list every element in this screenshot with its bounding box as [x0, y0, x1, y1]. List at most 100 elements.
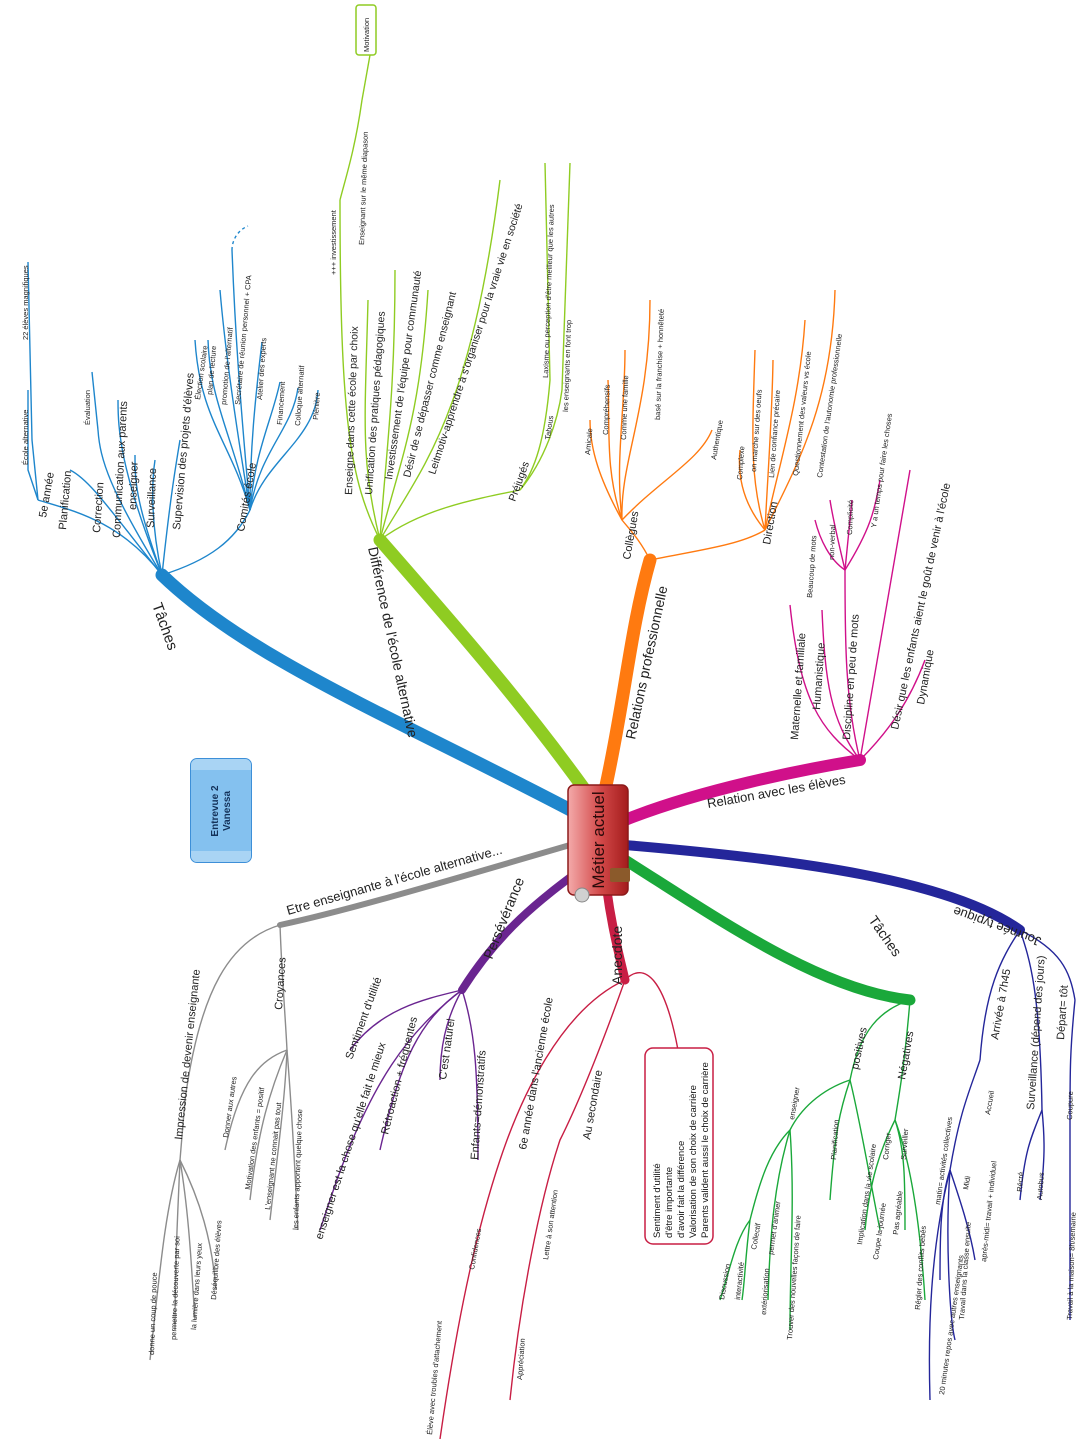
topic-non-verbal[interactable]: non-verbal: [827, 524, 837, 560]
topic-connait-pas[interactable]: L'enseignant ne connait pas tout: [263, 1101, 283, 1210]
topic-surveiller[interactable]: Surveiller: [899, 1128, 910, 1160]
perseverance-nodes: Sentiment d'utilité enseigner est la cho…: [313, 976, 488, 1241]
topic-laxisme[interactable]: Laxisme ou perception d'être meilleur qu…: [541, 204, 556, 378]
topic-enseigner[interactable]: enseigner: [127, 461, 141, 510]
topic-corriger[interactable]: Corriger: [881, 1132, 893, 1160]
topic-interactivite[interactable]: interactivité: [733, 1262, 746, 1301]
topic-diapason[interactable]: Enseignant sur le même diapason: [357, 131, 370, 245]
topic-confidences[interactable]: Confidences: [467, 1227, 483, 1270]
topic-communication[interactable]: Communication aux parents: [111, 400, 130, 538]
branch-taches-bottom-label[interactable]: Tâches: [866, 913, 905, 960]
topic-exteriorisation[interactable]: extériorisation: [759, 1268, 771, 1315]
topic-motivation-enfants[interactable]: Motivation des enfants = positif: [243, 1086, 266, 1190]
topic-franchise[interactable]: basé sur la franchise + honnêteté: [653, 309, 666, 420]
topic-evaluation[interactable]: Évaluation: [83, 390, 92, 425]
branch-anecdote-label[interactable]: Anecdote: [609, 926, 625, 985]
topic-correction[interactable]: Correction: [91, 482, 107, 533]
topic-financement[interactable]: Financement: [275, 380, 287, 425]
topic-desequilibre[interactable]: Déséquilibre des élèves: [209, 1220, 224, 1300]
topic-apres-midi[interactable]: après-midi= travail + individuel: [979, 1160, 999, 1262]
topic-lettre[interactable]: Lettre à son attention: [541, 1189, 560, 1260]
topic-prejuges[interactable]: Préjugés: [507, 460, 532, 503]
topic-5e-annee[interactable]: 5e année: [37, 471, 57, 518]
branch-etre: [277, 842, 573, 928]
topic-travail-maison[interactable]: Travail à la maison= 8h/semaine: [1065, 1212, 1076, 1320]
topic-complexe[interactable]: Complexe: [735, 446, 746, 480]
topic-donner[interactable]: Donner aux autres: [221, 1076, 239, 1139]
topic-6e-annee[interactable]: 6e année dans l'ancienne école: [517, 996, 556, 1150]
topic-recre[interactable]: Récré: [1015, 1172, 1025, 1193]
topic-nouvelles-facons[interactable]: Trouver des nouvelles façons de faire: [785, 1215, 803, 1340]
topic-apportent[interactable]: les enfants apportent quelque chose: [291, 1109, 304, 1230]
topic-impression[interactable]: Impression de devenir enseignante: [173, 969, 203, 1141]
topic-accueil[interactable]: Accueil: [983, 1090, 996, 1116]
topic-pleniere[interactable]: Plénière: [311, 392, 322, 420]
topic-amicale[interactable]: Amicale: [583, 428, 594, 455]
topic-plus-investissement[interactable]: +++ investissement: [329, 209, 338, 275]
branch-perseverance: [458, 866, 584, 994]
topic-demonstratifs[interactable]: Enfants=démonstratifs: [469, 1049, 489, 1160]
anecdote-note-box[interactable]: Sentiment d'utilité d'être importante d'…: [644, 1047, 714, 1245]
etre-nodes: Impression de devenir enseignante Croyan…: [147, 956, 304, 1355]
topic-animer[interactable]: permet d'animer: [766, 1200, 782, 1255]
topic-en-font-trop[interactable]: les enseignants en font trop: [561, 320, 573, 412]
topic-discussion[interactable]: Discussion: [717, 1263, 732, 1300]
topic-valeurs[interactable]: Questionnement des valeurs vs école: [791, 351, 813, 476]
topic-atelier[interactable]: Atelier des experts: [255, 337, 268, 400]
interview-note-label: Entrevue 2 Vanessa: [210, 785, 234, 836]
topic-secondaire[interactable]: Au secondaire: [581, 1069, 605, 1140]
note-line-3: d'avoir fait la différence: [676, 1141, 687, 1238]
interview-note[interactable]: Entrevue 2 Vanessa: [190, 758, 252, 863]
topic-planification[interactable]: Planification: [57, 470, 74, 530]
topic-decouverte[interactable]: permettre la découverte par soi: [169, 1236, 182, 1340]
topic-oeufs[interactable]: on marche sur des oeufs: [749, 389, 764, 472]
topic-direction[interactable]: Direction: [761, 501, 780, 546]
branch-etre-label[interactable]: Etre enseignante à l'école alternative..…: [285, 842, 504, 918]
topic-22-eleves[interactable]: 22 élèves magnifiques: [21, 265, 30, 340]
topic-temps[interactable]: Y a un temps pour faire les choses: [869, 413, 894, 529]
topic-20-minutes[interactable]: 20 minutes repos avec autres enseignants: [937, 1254, 966, 1395]
topic-positives[interactable]: positives: [849, 1026, 870, 1071]
topic-tabous[interactable]: Tabous: [543, 415, 555, 440]
topic-negatives[interactable]: Négatives: [896, 1030, 916, 1081]
topic-authentique[interactable]: Authentique: [709, 419, 725, 460]
taches-bottom-nodes: positives Négatives enseigner Collectif …: [717, 1026, 928, 1340]
topic-croyances[interactable]: Croyances: [273, 956, 289, 1010]
topic-beaucoup-mots[interactable]: Beaucoup de mots: [805, 535, 818, 598]
topic-comprehensifs[interactable]: Compréhensifs: [601, 384, 612, 435]
topic-coupe-journee[interactable]: Coupe la journée: [871, 1202, 888, 1260]
topic-arrivee[interactable]: Arrivée à 7h45: [989, 968, 1013, 1041]
topic-pas-agreable[interactable]: Pas agréable: [891, 1190, 905, 1235]
topic-enseigner-mieux[interactable]: enseigner est la chose qu'elle fait le m…: [313, 1041, 388, 1241]
interview-note-top-band: [191, 759, 251, 770]
topic-surveillance-jours[interactable]: Surveillance (dépend des jours): [1025, 955, 1048, 1110]
topic-appreciation[interactable]: Appréciation: [515, 1338, 527, 1380]
topic-depart[interactable]: Départ= tôt: [1055, 985, 1071, 1040]
central-topic[interactable]: Métier actuel: [567, 784, 630, 903]
topic-surveillance[interactable]: Surveillance: [145, 468, 159, 528]
topic-coupure[interactable]: Coupure: [1065, 1091, 1075, 1120]
central-topic-label: Métier actuel: [589, 791, 608, 888]
topic-conflits[interactable]: Régler des conflits bébés: [913, 1225, 928, 1310]
topic-colloque[interactable]: Colloque alternatif: [293, 364, 306, 426]
topic-famille[interactable]: Comme une famille: [619, 375, 630, 440]
branch-journee-label[interactable]: Journée typique: [951, 904, 1043, 950]
topic-ecole-alternative[interactable]: École alternative: [21, 410, 30, 465]
topic-humanistique[interactable]: Humanistique: [811, 642, 828, 710]
topic-eleve-troubles[interactable]: Élève avec troubles d'attachement: [425, 1319, 444, 1435]
topic-naturel[interactable]: C'est naturel: [437, 1018, 457, 1080]
topic-plan-lecture[interactable]: plan de lecture: [205, 345, 218, 395]
topic-planification-pos[interactable]: Planification: [829, 1119, 841, 1160]
topic-midi[interactable]: Midi: [961, 1175, 972, 1190]
topic-collectif[interactable]: Collectif: [749, 1222, 763, 1251]
note-line-2: d'être importante: [664, 1167, 675, 1238]
topic-enseigne-choix[interactable]: Enseigne dans cette école par choix: [343, 325, 361, 495]
interview-note-line-2: Vanessa: [222, 790, 233, 832]
topic-motivation-box[interactable]: Motivation: [355, 4, 377, 56]
topic-discipline[interactable]: Discipline en peu de mots: [841, 613, 862, 740]
topic-autobus[interactable]: Autobus: [1035, 1172, 1046, 1200]
topic-complicite[interactable]: Complicité: [845, 500, 855, 535]
central-topic-icon: [574, 868, 630, 903]
topic-coup-pouce[interactable]: donne un coup de pouce: [147, 1272, 159, 1355]
branch-taches-top-label[interactable]: Tâches: [148, 601, 181, 653]
